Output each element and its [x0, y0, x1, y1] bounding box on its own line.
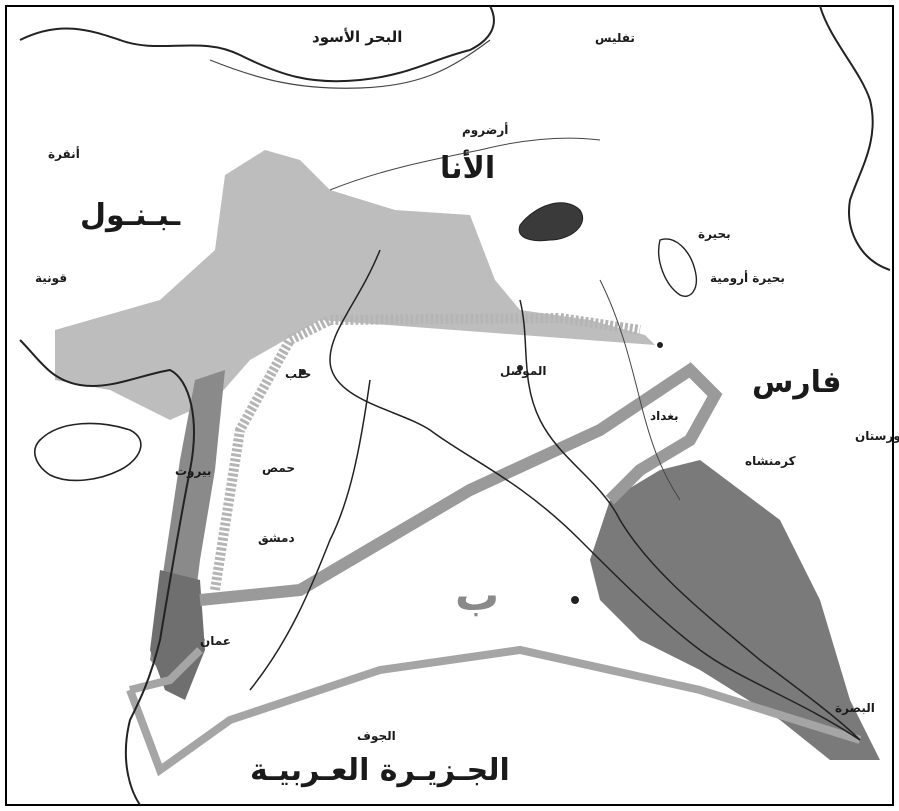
label-basra: البصرة: [835, 701, 875, 715]
black-sea-coast-south: [209, 39, 491, 89]
city-dot-aleppo: [300, 369, 306, 375]
label-lorestan: لورستان: [855, 429, 899, 444]
city-dot-east: [657, 342, 663, 348]
city-markers: [300, 342, 663, 604]
cyprus-island: [34, 422, 142, 482]
black-sea-coast: [19, 5, 495, 83]
label-beirut: بيروت: [175, 464, 211, 479]
label-homs: حمص: [262, 461, 295, 475]
label-ankara: أنقرة: [48, 146, 80, 161]
arabia-boundary-west: [129, 647, 203, 694]
city-dot-baghdad: [571, 596, 579, 604]
label-konya: قونية: [35, 271, 67, 286]
zone-b-boundary-south: [199, 362, 723, 606]
label-black-sea: البحر الأسود: [312, 28, 402, 46]
caspian-coast: [819, 5, 891, 271]
arabia-boundary: [126, 645, 862, 777]
label-jawf: الجوف: [357, 729, 396, 744]
label-arabian-peninsula: الجـزيـرة العـربيـة: [250, 753, 510, 788]
tigris-river: [519, 299, 861, 741]
label-amman: عمان: [200, 634, 231, 648]
label-anatolia-fragment: الأنا: [440, 149, 495, 186]
zone-b-boundary-north: [210, 312, 641, 591]
city-dot-mosul: [517, 365, 523, 371]
lake-van: [518, 202, 583, 242]
zone-a-region: [55, 150, 655, 420]
label-zone-b: ب: [455, 570, 499, 621]
label-persia: فارس: [752, 365, 842, 400]
label-damascus: دمشق: [258, 531, 295, 545]
label-erzurum: أرضروم: [462, 122, 508, 138]
zone-iraq-region: [590, 460, 880, 760]
label-kermanshah: كرمنشاه: [745, 454, 796, 468]
label-baghdad: بغداد: [650, 409, 678, 423]
label-aleppo: حلب: [285, 367, 311, 381]
lake-urmia: [658, 238, 697, 297]
label-tbilisi: تفليس: [595, 31, 635, 45]
label-istanbul-fragment: ـبـنـول: [80, 198, 181, 233]
mediterranean-coast: [19, 339, 195, 806]
zone-palestine-region: [150, 570, 205, 700]
label-urmia: بحيرة أرومية: [710, 270, 785, 286]
label-mosul: الموصل: [500, 364, 547, 379]
euphrates-river: [329, 249, 861, 741]
label-van: بحيرة: [698, 227, 731, 241]
road-line: [249, 379, 371, 691]
border-line-north: [329, 137, 601, 191]
border-line-east: [599, 279, 681, 501]
